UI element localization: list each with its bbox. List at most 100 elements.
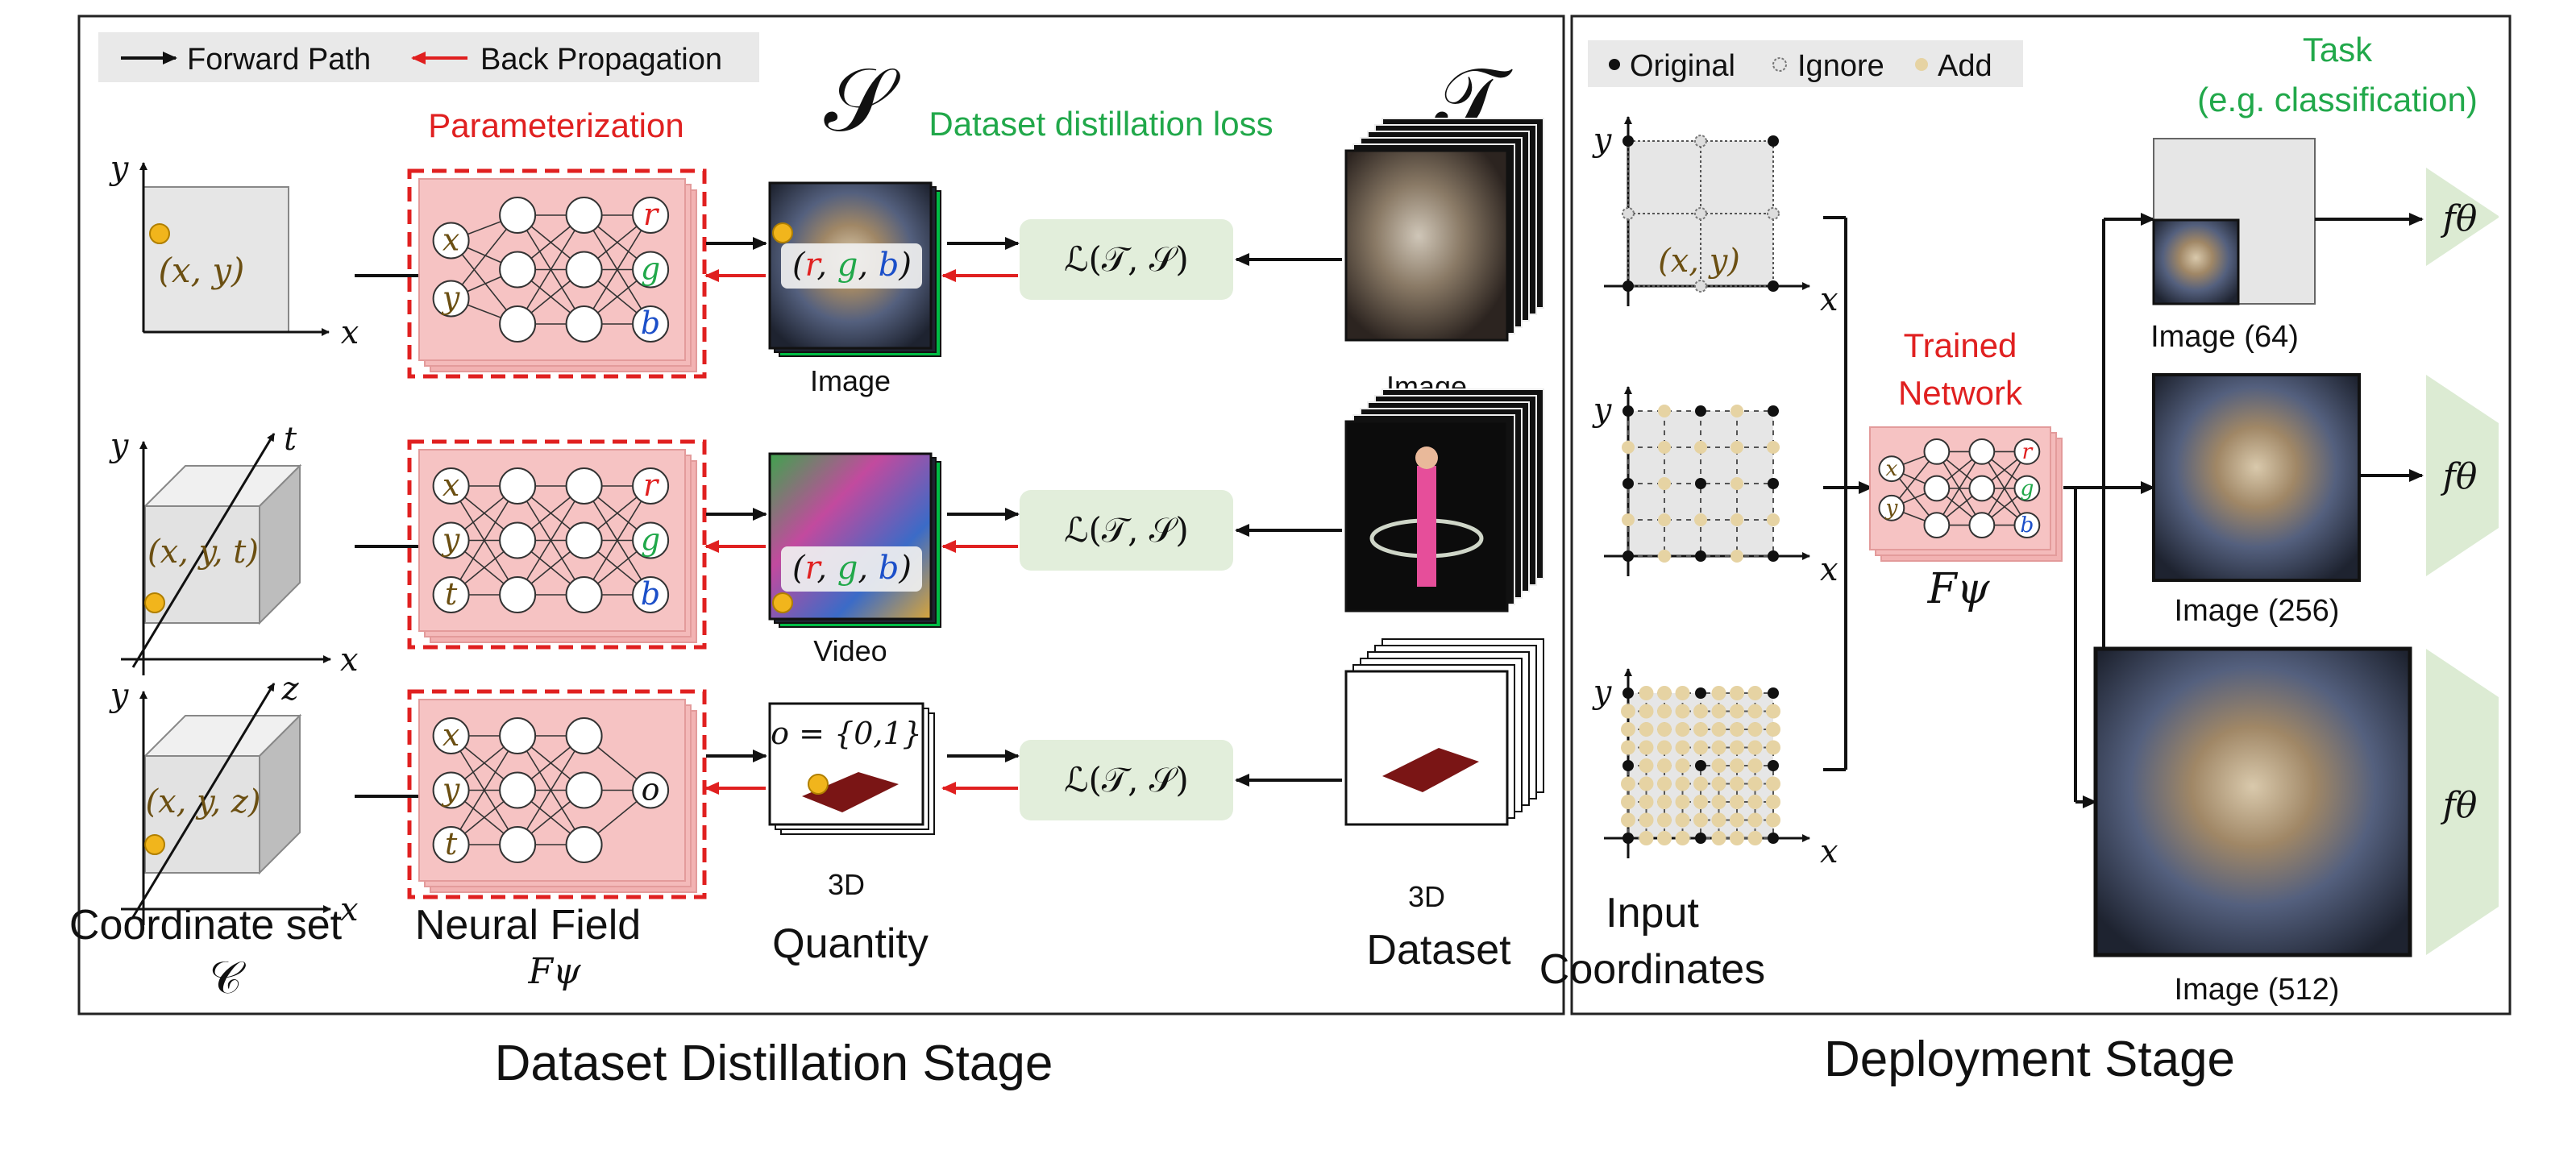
classifier-label: fθ	[2441, 785, 2478, 826]
neural-field-node	[432, 521, 470, 559]
bed-shape	[802, 772, 899, 812]
add-dot	[1675, 795, 1690, 809]
neural-field-node	[432, 222, 470, 260]
add-dot	[1767, 441, 1780, 454]
add-dot	[1675, 722, 1690, 737]
x-label: x	[1820, 551, 1839, 588]
add-dot	[1658, 513, 1671, 526]
add-dot	[1711, 758, 1726, 773]
add-dot	[1658, 441, 1671, 454]
person	[1417, 466, 1436, 587]
coord-label: (x, y, z)	[146, 783, 261, 820]
quantity-dot	[772, 222, 793, 243]
original-dot	[1695, 405, 1706, 417]
add-dot	[1711, 704, 1726, 719]
add-dot	[1730, 812, 1744, 828]
quantity-dot	[772, 592, 793, 613]
classifier-3	[2426, 649, 2499, 955]
trained-network-node	[1968, 438, 1996, 465]
stage-left-label: Dataset Distillation Stage	[495, 1036, 1053, 1091]
coord-label: (x, y)	[159, 251, 245, 290]
add-dot	[1730, 795, 1744, 809]
trained-network-node-label: x	[1885, 456, 1897, 481]
trained-network-node	[1878, 494, 1905, 521]
classifier-label: fθ	[2441, 456, 2478, 497]
add-dot	[1766, 795, 1780, 809]
neural-field-node-label: g	[641, 251, 660, 287]
row1-axes-x-label: x	[341, 314, 359, 351]
neural-field-node	[432, 771, 470, 809]
add-dot	[1657, 740, 1672, 755]
add-dot	[1621, 776, 1635, 791]
add-dot	[1639, 776, 1654, 791]
add-dot	[1693, 795, 1708, 809]
image-256-label: Image (256)	[2175, 594, 2340, 628]
neural-field-node	[565, 717, 603, 754]
trained-network-node	[1968, 512, 1996, 538]
trained-network-node-label: r	[2022, 439, 2034, 464]
add-dot	[1766, 704, 1780, 719]
add-dot	[1730, 550, 1743, 563]
add-dot	[1693, 722, 1708, 737]
original-dot	[1768, 405, 1779, 417]
add-dot	[1693, 812, 1708, 828]
trained-network-node	[1923, 438, 1951, 465]
add-dot	[1730, 704, 1744, 719]
neural-field-node	[499, 521, 537, 559]
trained-network-node	[1968, 475, 1996, 502]
neural-field-node-label: t	[445, 826, 458, 862]
add-dot	[1693, 704, 1708, 719]
neural-field-node-label: y	[441, 772, 460, 808]
add-dot	[1658, 477, 1671, 490]
neural-field-node-label: t	[445, 576, 458, 612]
add-dot	[1657, 812, 1672, 828]
add-dot	[1675, 812, 1690, 828]
add-dot	[1767, 513, 1780, 526]
y-label: y	[1592, 392, 1613, 429]
legend-add: Add	[1938, 49, 1992, 83]
neural-field-label: Neural Field	[415, 902, 641, 949]
quantity-label: Quantity	[772, 920, 929, 967]
y-label: y	[109, 427, 130, 464]
trained-network-node	[2013, 475, 2041, 502]
quantity-dot	[808, 774, 829, 795]
neural-field-node	[632, 771, 670, 809]
neural-field-node	[432, 280, 470, 318]
input-coordinates-label-1: Input	[1606, 890, 1699, 937]
trained-network-node	[2013, 512, 2041, 538]
neural-field-node	[565, 521, 603, 559]
dataset-label: Dataset	[1366, 927, 1511, 974]
depth-label: z	[280, 671, 299, 708]
add-dot	[1657, 704, 1672, 719]
neural-field-node-label: b	[641, 576, 660, 612]
neural-field-node-label: g	[641, 522, 660, 558]
add-dot	[1693, 776, 1708, 791]
y-label: y	[109, 677, 130, 714]
original-dot	[1768, 687, 1779, 699]
add-dot	[1675, 686, 1690, 700]
loss-text: ℒ(𝒯, 𝒮)	[1064, 239, 1188, 279]
add-dot	[1621, 812, 1635, 828]
neural-field-node	[565, 197, 603, 234]
loss-box	[1020, 490, 1233, 571]
original-dot	[1695, 833, 1706, 844]
image-256	[2152, 373, 2361, 582]
coordinate-set-symbol: 𝒞	[210, 952, 247, 1004]
neural-field-node	[632, 467, 670, 505]
add-dot	[1658, 550, 1671, 563]
neural-field-edge	[583, 214, 651, 325]
add-dot	[1730, 477, 1743, 490]
neural-field-node	[632, 197, 670, 234]
add-dot	[1747, 704, 1763, 719]
person-head	[1415, 446, 1438, 469]
coord-label: (x, y, t)	[147, 534, 259, 571]
depth-axis	[131, 683, 276, 918]
add-dot	[1711, 740, 1726, 755]
add-dot	[1747, 776, 1763, 791]
add-dot	[1730, 405, 1743, 417]
original-dot	[1622, 478, 1634, 489]
classifier-label: fθ	[2441, 198, 2478, 239]
grid-512: xy	[1592, 668, 1839, 870]
add-dot	[1657, 686, 1672, 700]
